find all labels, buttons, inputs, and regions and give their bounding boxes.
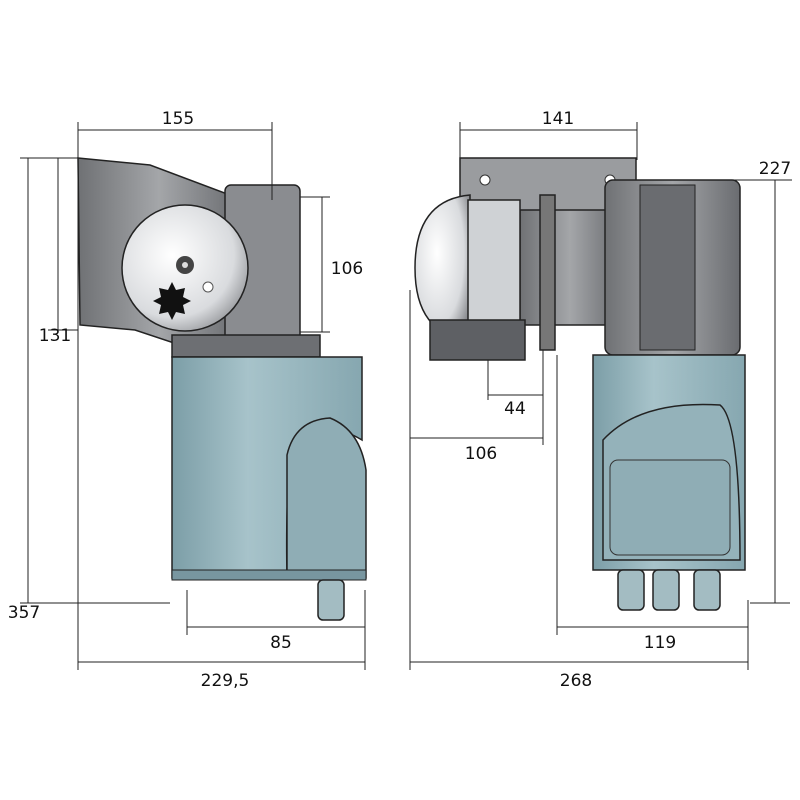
dim-357: 357 bbox=[8, 603, 40, 623]
bracket-hole bbox=[479, 174, 491, 186]
dim-141: 141 bbox=[542, 109, 574, 129]
dim-155: 155 bbox=[162, 109, 194, 129]
chain-gypsy-star bbox=[153, 282, 191, 320]
motor-base bbox=[171, 569, 367, 581]
dim-119: 119 bbox=[644, 633, 676, 653]
drum-front bbox=[414, 194, 471, 341]
gearbox-base bbox=[171, 334, 321, 358]
dim-106-side: 106 bbox=[331, 259, 363, 279]
cable-gland-1 bbox=[617, 569, 645, 611]
gearbox-ribs bbox=[639, 184, 696, 351]
dimension-labels: 155 141 227 106 131 357 85 229,5 44 106 … bbox=[8, 109, 791, 691]
flange bbox=[539, 194, 556, 351]
cable-gland-2 bbox=[652, 569, 680, 611]
dim-131: 131 bbox=[39, 326, 71, 346]
dim-268: 268 bbox=[560, 671, 592, 691]
dimension-lines bbox=[20, 122, 792, 670]
cable-gland bbox=[317, 579, 345, 621]
dim-229-5: 229,5 bbox=[201, 671, 250, 691]
hub-bolt bbox=[202, 281, 214, 293]
hub-center bbox=[182, 262, 188, 268]
dim-227: 227 bbox=[759, 159, 791, 179]
junction-box bbox=[609, 459, 731, 556]
dim-106-front: 106 bbox=[465, 444, 497, 464]
side-view bbox=[77, 157, 367, 621]
cable-gland-3 bbox=[693, 569, 721, 611]
drum-base bbox=[429, 319, 526, 361]
motor-cover bbox=[286, 417, 367, 579]
dim-85: 85 bbox=[270, 633, 292, 653]
gypsy-front bbox=[467, 199, 521, 336]
front-view bbox=[414, 157, 746, 611]
dim-44: 44 bbox=[504, 399, 526, 419]
